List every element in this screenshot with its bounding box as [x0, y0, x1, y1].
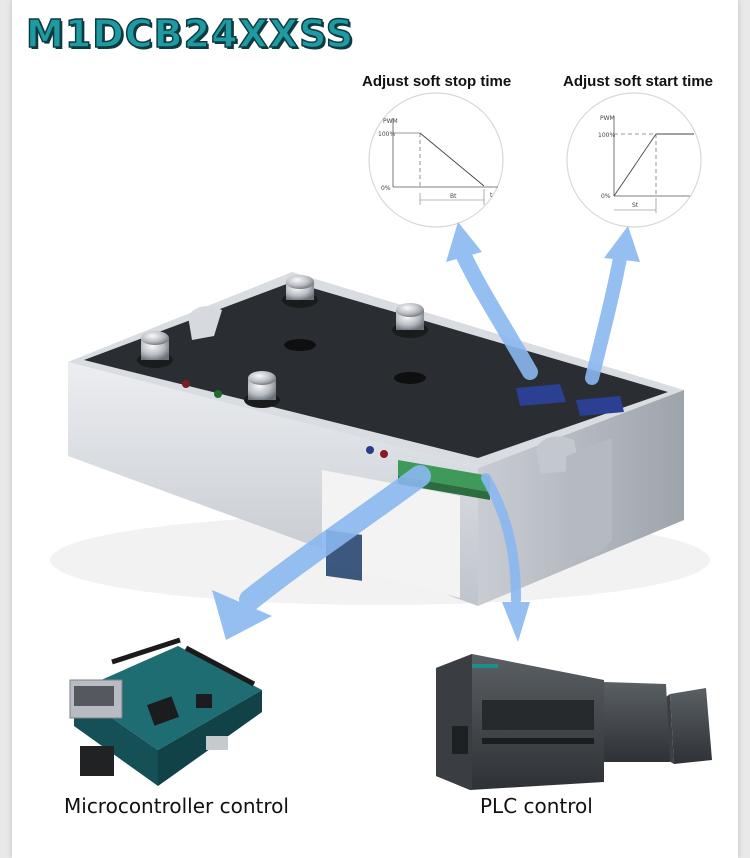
plc-control-label: PLC control — [480, 794, 593, 818]
plc-icon — [436, 654, 712, 790]
soft-start-bottom-label: 0% — [601, 193, 611, 200]
arrow-to-microcontroller-icon — [212, 465, 431, 640]
soft-stop-time-label: Bt — [450, 193, 457, 200]
soft-start-time-label: St — [632, 202, 639, 209]
controller-module-icon — [50, 272, 710, 606]
page-title: M1DCB24XXSS — [25, 11, 355, 57]
soft-start-top-label: 100% — [598, 132, 615, 139]
soft-stop-bottom-label: 0% — [381, 185, 391, 192]
soft-stop-top-label: 100% — [378, 131, 395, 138]
soft-stop-caption: Adjust soft stop time — [362, 73, 512, 90]
arrow-to-plc-icon — [481, 473, 530, 642]
soft-stop-t-label: t — [490, 192, 493, 199]
soft-start-graph: PWM 100% 0% St — [566, 92, 702, 228]
soft-start-caption: Adjust soft start time — [563, 73, 714, 90]
arrow-to-soft-stop-icon — [446, 222, 538, 380]
microcontroller-control-label: Microcontroller control — [64, 794, 289, 818]
soft-stop-graph: PWM 100% 0% Bt t — [368, 92, 504, 228]
arrow-to-soft-start-icon — [585, 226, 640, 385]
soft-start-pwm-label: PWM — [600, 115, 615, 122]
microcontroller-board-icon — [69, 637, 262, 786]
soft-stop-pwm-label: PWM — [383, 118, 398, 125]
